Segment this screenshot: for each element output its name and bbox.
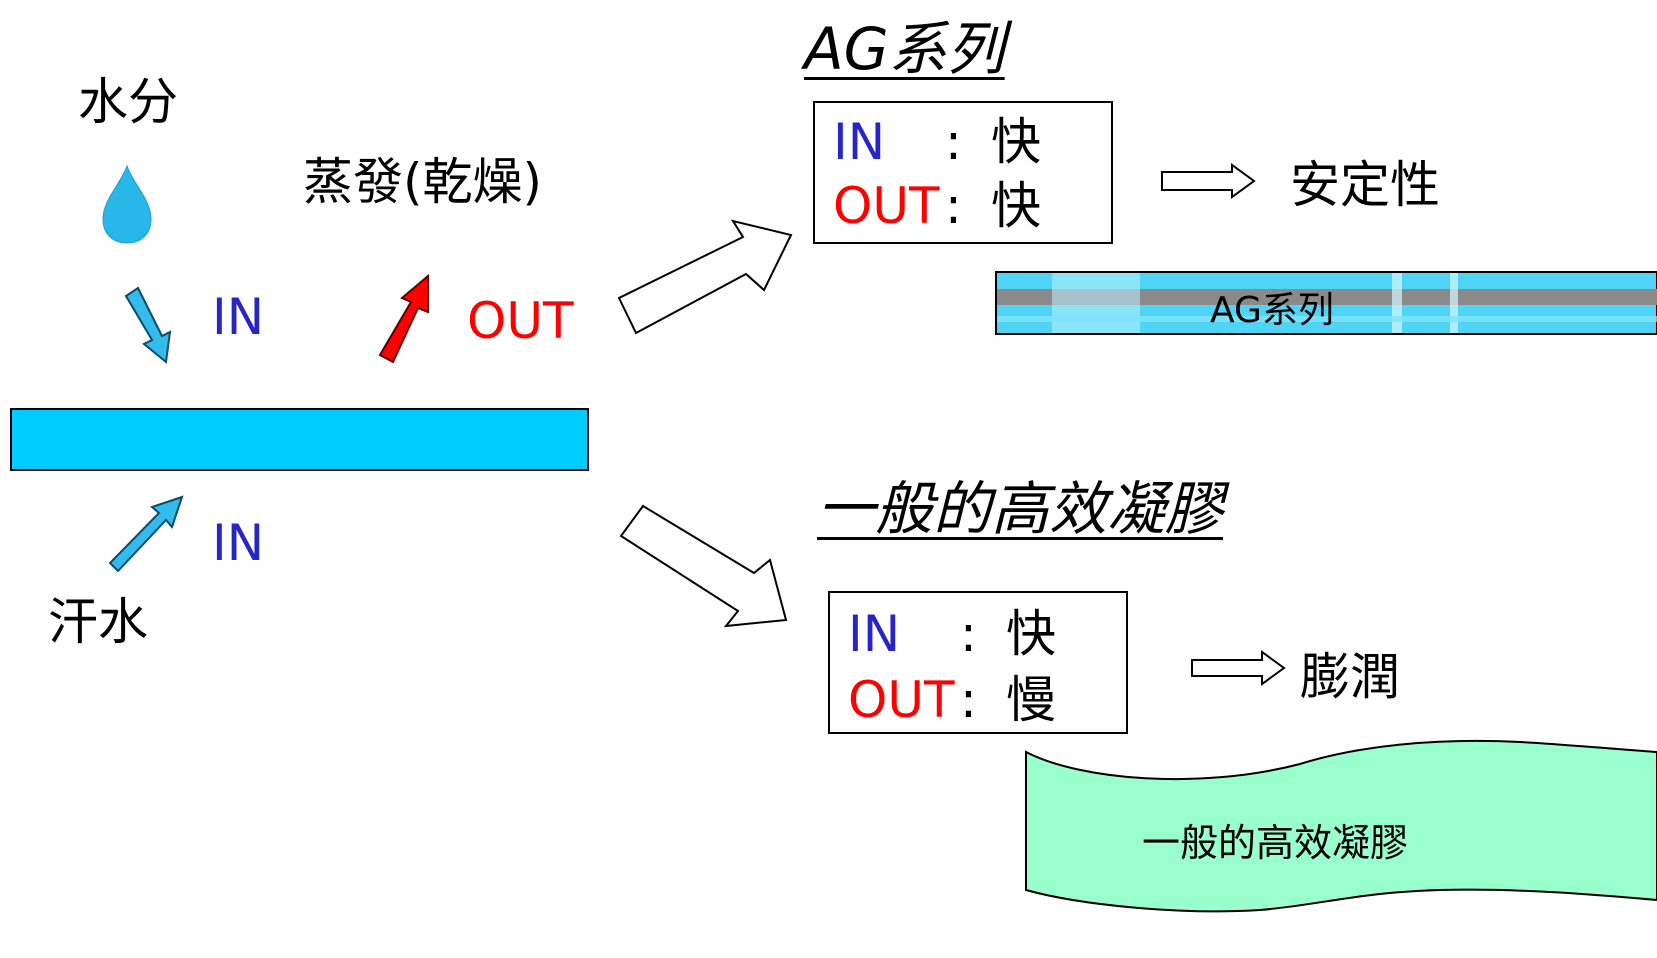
ag-strip — [995, 271, 1657, 335]
out-arrow-icon — [378, 273, 429, 364]
ag-result: 安定性 — [1290, 156, 1440, 214]
ag-box: IN : 快 OUT : 快 — [813, 101, 1113, 244]
in-arrow-bottom-icon — [108, 495, 184, 573]
gel-title: 一般的高效凝膠 — [817, 475, 1224, 543]
hollow-arrow-to-gel-icon — [619, 504, 788, 628]
gel-wave-label: 一般的高效凝膠 — [1142, 821, 1409, 865]
gel-in-sep: : — [960, 605, 977, 663]
gel-box: IN : 快 OUT : 慢 — [828, 591, 1128, 734]
gel-in-row: IN : 快 — [848, 605, 1056, 663]
ag-in-row: IN : 快 — [833, 113, 1041, 171]
hollow-arrow-to-ag-icon — [617, 219, 793, 335]
in-label-top: IN — [212, 288, 265, 346]
evaporation-label: 蒸發(乾燥) — [303, 153, 543, 211]
gel-in-key: IN — [848, 605, 901, 663]
ag-out-key: OUT — [833, 177, 940, 235]
in-label-bottom: IN — [212, 514, 265, 572]
ag-out-val: 快 — [991, 177, 1041, 235]
ag-out-row: OUT : 快 — [833, 177, 1041, 235]
ag-out-sep: : — [945, 177, 962, 235]
result-arrow-ag-icon — [1161, 163, 1256, 199]
gel-in-val: 快 — [1006, 605, 1056, 663]
in-arrow-top-icon — [124, 286, 172, 364]
fabric-pad — [10, 408, 589, 471]
ag-in-key: IN — [833, 113, 886, 171]
gel-out-val: 慢 — [1006, 671, 1056, 729]
gel-out-key: OUT — [848, 671, 955, 729]
gel-result: 膨潤 — [1300, 648, 1400, 706]
sweat-label: 汗水 — [48, 593, 148, 651]
ag-in-val: 快 — [991, 113, 1041, 171]
water-drop-icon — [102, 164, 152, 244]
moisture-label: 水分 — [78, 73, 178, 131]
out-label: OUT — [467, 292, 574, 350]
ag-in-sep: : — [945, 113, 962, 171]
gel-out-row: OUT : 慢 — [848, 671, 1056, 729]
gel-out-sep: : — [960, 671, 977, 729]
ag-strip-label: AG系列 — [1210, 290, 1334, 331]
ag-title: AG系列 — [804, 15, 1005, 83]
result-arrow-gel-icon — [1191, 650, 1286, 686]
